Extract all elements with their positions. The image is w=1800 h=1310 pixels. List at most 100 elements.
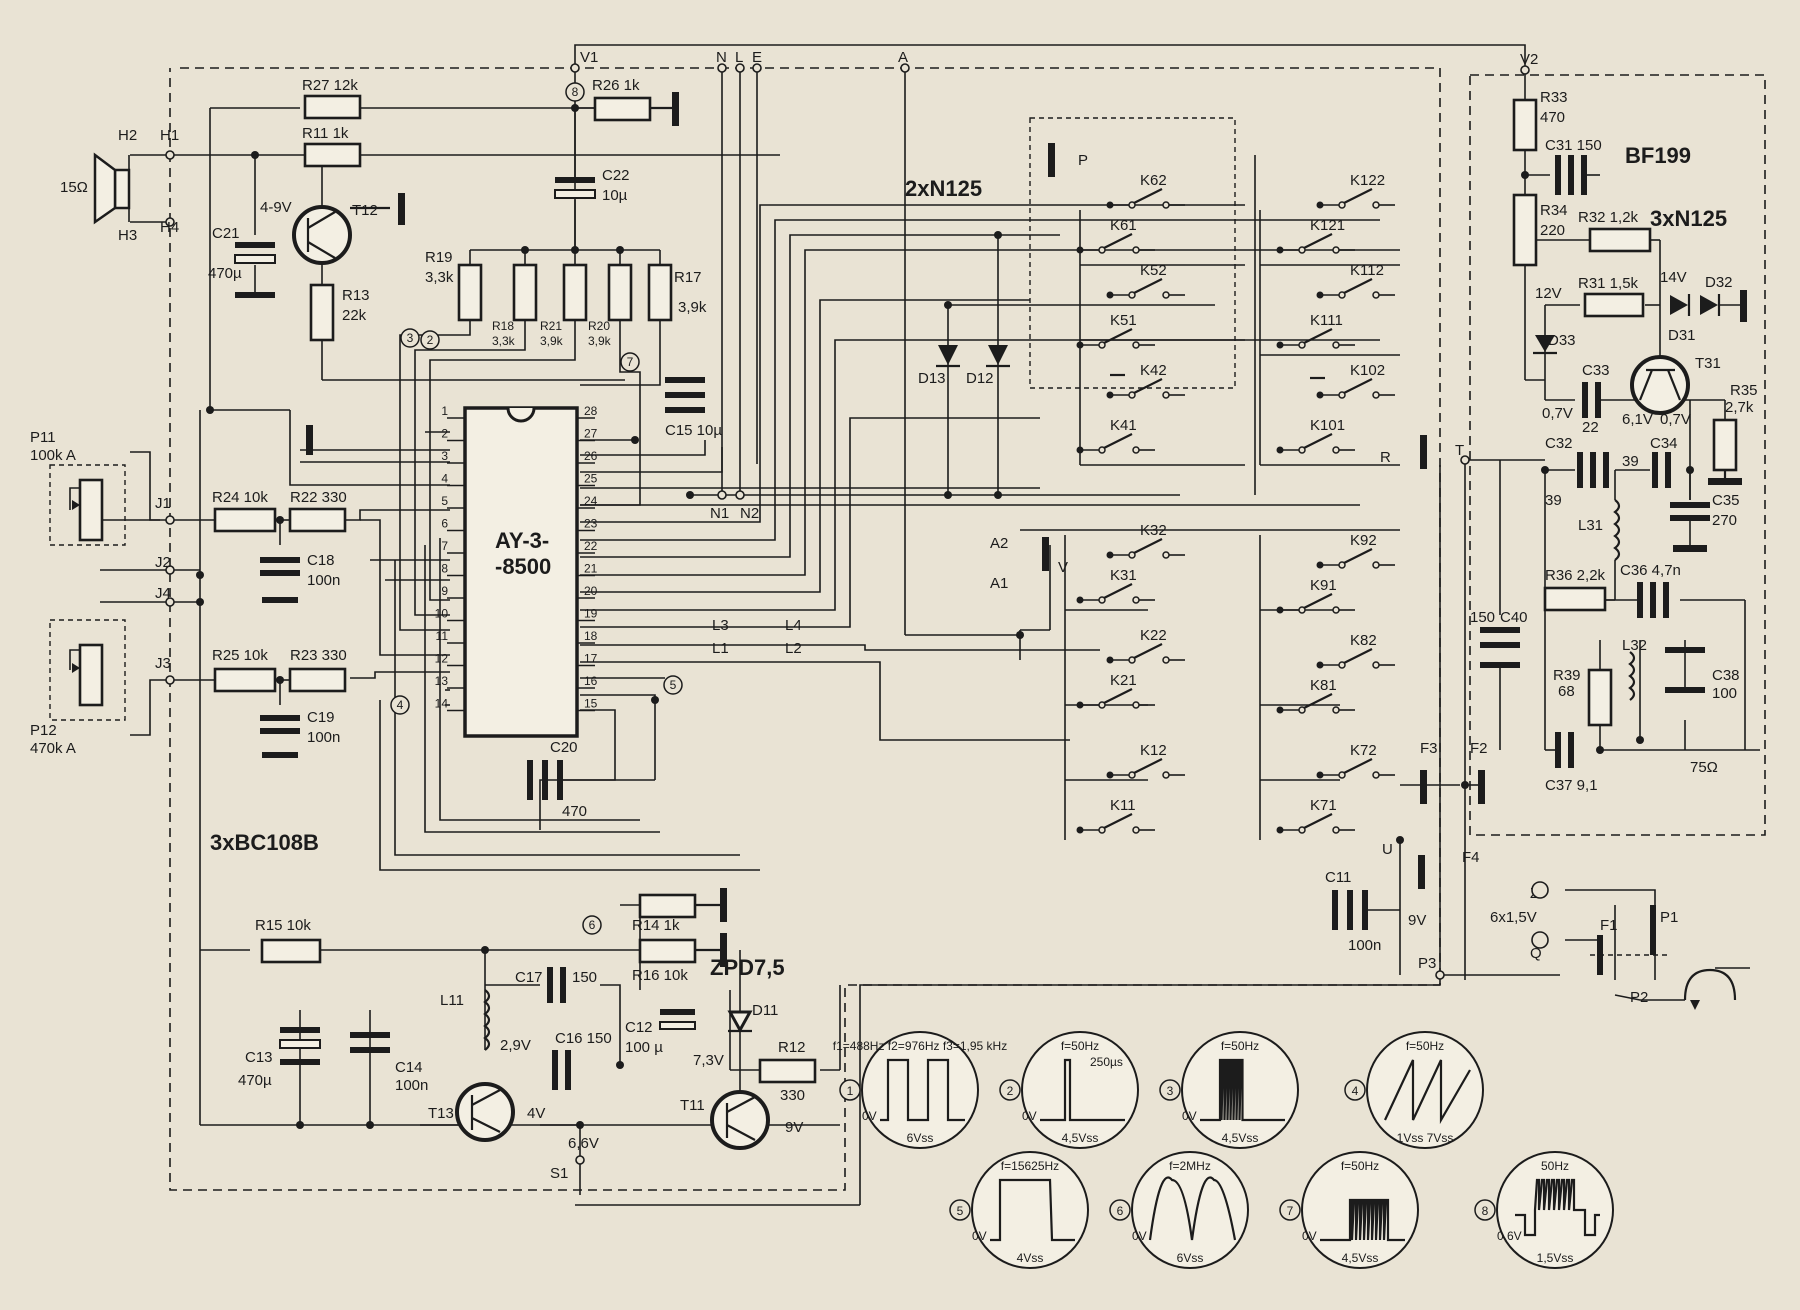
svg-text:R18: R18 <box>492 319 514 333</box>
ic-pin-label: 3 <box>441 449 448 463</box>
svg-text:L1: L1 <box>712 640 729 657</box>
svg-text:100k A: 100k A <box>30 447 76 464</box>
svg-text:R34: R34 <box>1540 202 1568 219</box>
svg-text:H2: H2 <box>118 127 137 144</box>
svg-text:C13: C13 <box>245 1049 273 1066</box>
switch-label: K92 <box>1350 532 1377 549</box>
bf199-title: BF199 <box>1625 143 1691 168</box>
svg-text:F1: F1 <box>1600 917 1618 934</box>
switch-k82: K82 <box>1316 632 1395 669</box>
svg-text:C36 4,7n: C36 4,7n <box>1620 562 1681 579</box>
svg-text:270: 270 <box>1712 512 1737 529</box>
svg-text:H3: H3 <box>118 227 137 244</box>
svg-text:39: 39 <box>1545 492 1562 509</box>
svg-text:D11: D11 <box>752 1002 778 1019</box>
svg-text:N1: N1 <box>710 505 729 522</box>
svg-text:12V: 12V <box>1535 285 1562 302</box>
svg-text:100: 100 <box>1712 685 1737 702</box>
svg-text:R24 10k: R24 10k <box>212 489 268 506</box>
svg-text:0,7V: 0,7V <box>1660 411 1691 428</box>
ic-pin-label: 12 <box>435 652 449 666</box>
switch-k91: K91 <box>1276 577 1355 614</box>
waveform-amplitude: 6Vss <box>1177 1251 1204 1265</box>
switch-label: K22 <box>1140 627 1167 644</box>
svg-text:C21: C21 <box>212 225 240 242</box>
waveform-number: 6 <box>1117 1204 1124 1218</box>
svg-text:R15 10k: R15 10k <box>255 917 311 934</box>
ic-pin-label: 16 <box>584 674 598 688</box>
svg-text:L4: L4 <box>785 617 802 634</box>
svg-text:C33: C33 <box>1582 362 1610 379</box>
switch-label: K82 <box>1350 632 1377 649</box>
svg-text:R33: R33 <box>1540 89 1568 106</box>
marker-4: 4 <box>390 695 410 715</box>
switch-label: K112 <box>1350 262 1384 279</box>
svg-text:R25 10k: R25 10k <box>212 647 268 664</box>
svg-text:L3: L3 <box>712 617 729 634</box>
switch-label: K52 <box>1140 262 1167 279</box>
svg-text:A1: A1 <box>990 575 1008 592</box>
marker-number: 4 <box>397 698 404 712</box>
svg-text:10µ: 10µ <box>602 187 628 204</box>
svg-text:H1: H1 <box>160 127 179 144</box>
waveform-number: 4 <box>1352 1084 1359 1098</box>
svg-text:3,3k: 3,3k <box>425 269 454 286</box>
switch-k62: K62 <box>1106 172 1185 209</box>
ic-pin-label: 10 <box>435 607 449 621</box>
svg-text:100n: 100n <box>307 729 340 746</box>
svg-text:A2: A2 <box>990 535 1008 552</box>
transistors: T12 T13 T11 T31 <box>292 193 1721 1150</box>
switch-k61: K61 <box>1076 217 1155 254</box>
svg-text:D32: D32 <box>1705 274 1733 291</box>
svg-text:6,1V: 6,1V <box>1622 411 1653 428</box>
svg-text:22k: 22k <box>342 307 367 324</box>
svg-text:220: 220 <box>1540 222 1565 239</box>
svg-text:P2: P2 <box>1630 989 1648 1006</box>
switch-k102: K102 <box>1316 362 1395 399</box>
svg-text:L32: L32 <box>1622 637 1647 654</box>
svg-text:C12: C12 <box>625 1019 653 1036</box>
svg-text:22: 22 <box>1582 419 1599 436</box>
ic-pin-label: 21 <box>584 562 598 576</box>
waveform-number: 8 <box>1482 1204 1489 1218</box>
r26-label: R26 1k <box>592 77 640 94</box>
svg-text:R: R <box>1380 449 1391 466</box>
waveform-callouts: 1f1=488Hz f2=976Hz f3=1,95 kHz0V6Vss2f=5… <box>833 1031 1614 1269</box>
switch-label: K121 <box>1310 217 1345 234</box>
switch-k51: K51 <box>1076 312 1155 349</box>
ic-pin-label: 1 <box>441 404 448 418</box>
svg-text:S1: S1 <box>550 1165 568 1182</box>
switch-k81: K81 <box>1276 677 1355 714</box>
switch-label: K42 <box>1140 362 1167 379</box>
svg-text:R12: R12 <box>778 1039 806 1056</box>
pot-p12: P12 470k A <box>30 619 126 757</box>
svg-text:R16 10k: R16 10k <box>632 967 688 984</box>
ic-name: AY-3- <box>495 528 549 553</box>
enclosure-rf <box>1469 74 1766 836</box>
switch-k42: K42 <box>1106 362 1185 399</box>
n125-title-a: 2xN125 <box>905 176 982 201</box>
svg-text:14V: 14V <box>1660 269 1687 286</box>
svg-text:J3: J3 <box>155 655 171 672</box>
ic-pin-label: 4 <box>441 472 448 486</box>
svg-text:C18: C18 <box>307 552 335 569</box>
svg-text:R13: R13 <box>342 287 370 304</box>
waveform-amplitude: 1,5Vss <box>1537 1251 1574 1265</box>
waveform-frequency: f=50Hz <box>1061 1039 1099 1053</box>
ic-pin-label: 8 <box>441 562 448 576</box>
switch-k122: K122 <box>1316 172 1395 209</box>
marker-number: 2 <box>427 333 434 347</box>
waveform-amplitude: 1Vss 7Vss <box>1397 1131 1454 1145</box>
waveform-number: 7 <box>1287 1204 1294 1218</box>
svg-text:F3: F3 <box>1420 740 1438 757</box>
enclosure-switches-top <box>1029 117 1236 389</box>
marker-8: 8 <box>565 82 585 102</box>
switch-label: K31 <box>1110 567 1137 584</box>
svg-text:J4: J4 <box>155 585 171 602</box>
svg-text:T13: T13 <box>428 1105 454 1122</box>
